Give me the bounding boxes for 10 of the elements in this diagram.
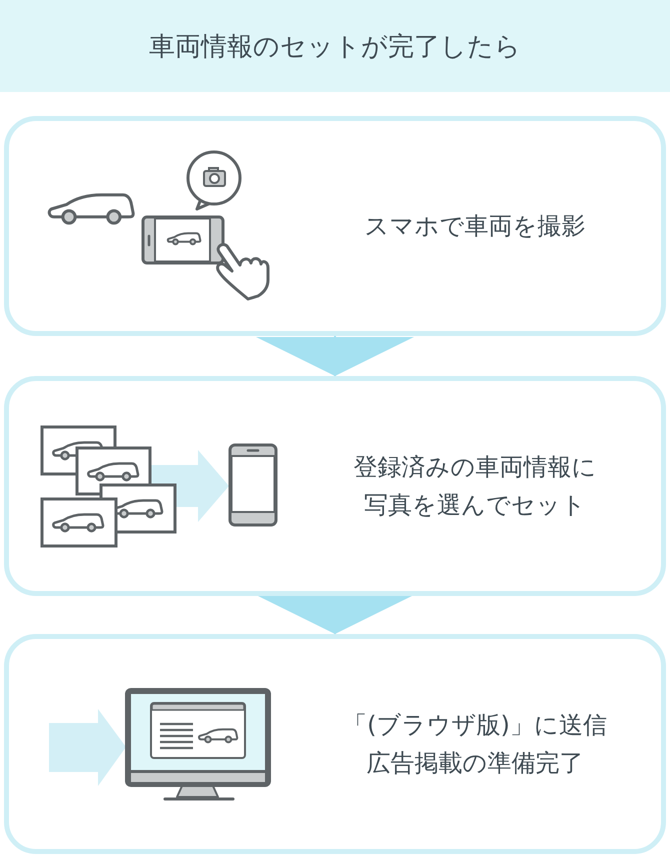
title-banner: 車両情報のセットが完了したら xyxy=(0,0,670,92)
step-box xyxy=(4,634,666,854)
step-text: 広告掲載の準備完了 xyxy=(366,748,584,779)
step-text: 「(ブラウザ版)」に送信 xyxy=(343,710,607,741)
arrow xyxy=(256,336,414,376)
step-text: 登録済みの車両情報に写真を選んでセット xyxy=(352,452,598,521)
arrow xyxy=(256,595,414,634)
step-box xyxy=(4,376,666,596)
step-text: スマホで車両を撮影 xyxy=(364,211,586,242)
step-box xyxy=(4,116,666,336)
